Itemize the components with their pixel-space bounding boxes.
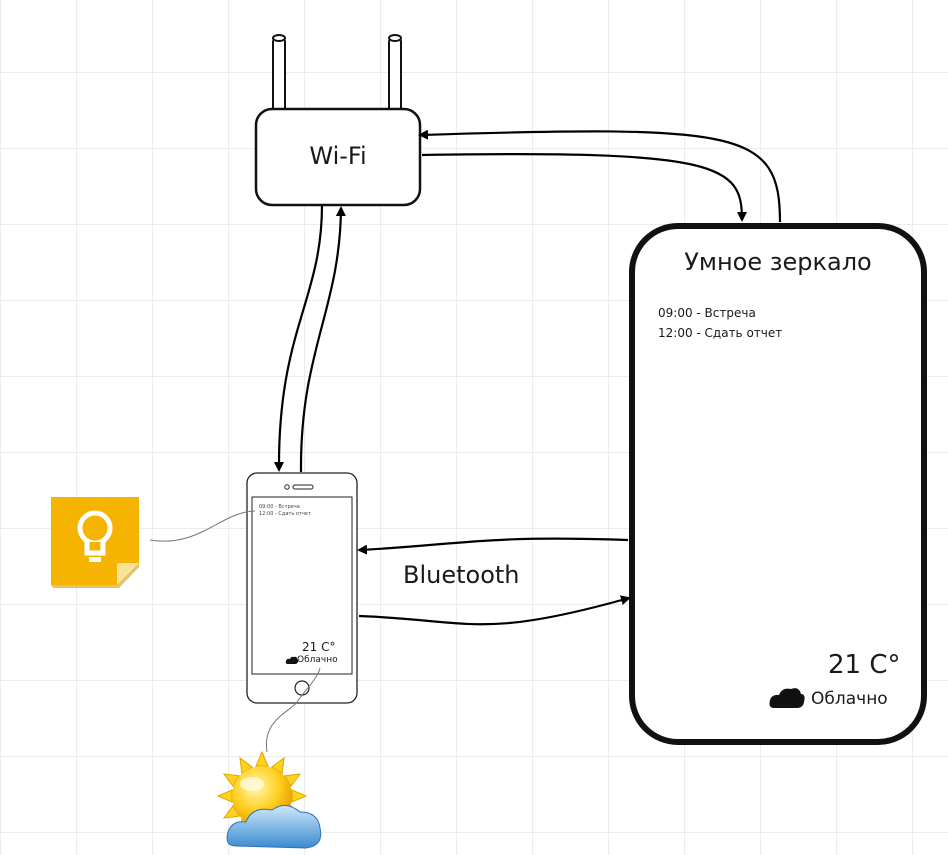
phone-screen xyxy=(251,496,353,675)
mirror-event: 12:00 - Сдать отчет xyxy=(658,326,783,340)
bluetooth-label: Bluetooth xyxy=(403,561,520,589)
sun-cloud-icon xyxy=(216,750,322,849)
router-label: Wi-Fi xyxy=(309,142,367,170)
phone-cloud-icon xyxy=(285,656,299,664)
smart-mirror-frame xyxy=(629,223,927,745)
phone-home-button xyxy=(294,680,310,696)
arrow-phone-to-mirror xyxy=(358,595,631,626)
smartphone xyxy=(246,472,358,704)
router-antenna-right xyxy=(388,36,402,113)
arrow-router-to-phone xyxy=(273,204,324,472)
router-body xyxy=(254,107,422,207)
link-notes-to-phone xyxy=(149,510,256,542)
arrow-mirror-to-router xyxy=(418,129,782,223)
phone-event: 09:00 - Встреча xyxy=(259,504,300,510)
mirror-event: 09:00 - Встреча xyxy=(658,306,756,320)
mirror-condition: Облачно xyxy=(811,689,888,709)
wifi-router xyxy=(254,34,422,207)
phone-event: 12:00 - Сдать отчет xyxy=(259,511,311,517)
phone-camera xyxy=(284,484,290,490)
arrow-router-to-mirror xyxy=(421,153,747,222)
phone-speaker xyxy=(292,484,314,490)
arrow-phone-to-router xyxy=(299,206,346,473)
lightbulb-note-icon xyxy=(51,497,139,588)
mirror-temperature: 21 C° xyxy=(828,650,901,680)
phone-condition: Облачно xyxy=(297,655,338,665)
arrow-mirror-to-phone xyxy=(357,537,629,555)
cloud-icon xyxy=(769,688,805,708)
link-weather-to-phone xyxy=(265,667,321,753)
phone-temperature: 21 C° xyxy=(302,640,336,654)
router-antenna-left xyxy=(272,36,286,113)
mirror-title: Умное зеркало xyxy=(684,248,872,276)
